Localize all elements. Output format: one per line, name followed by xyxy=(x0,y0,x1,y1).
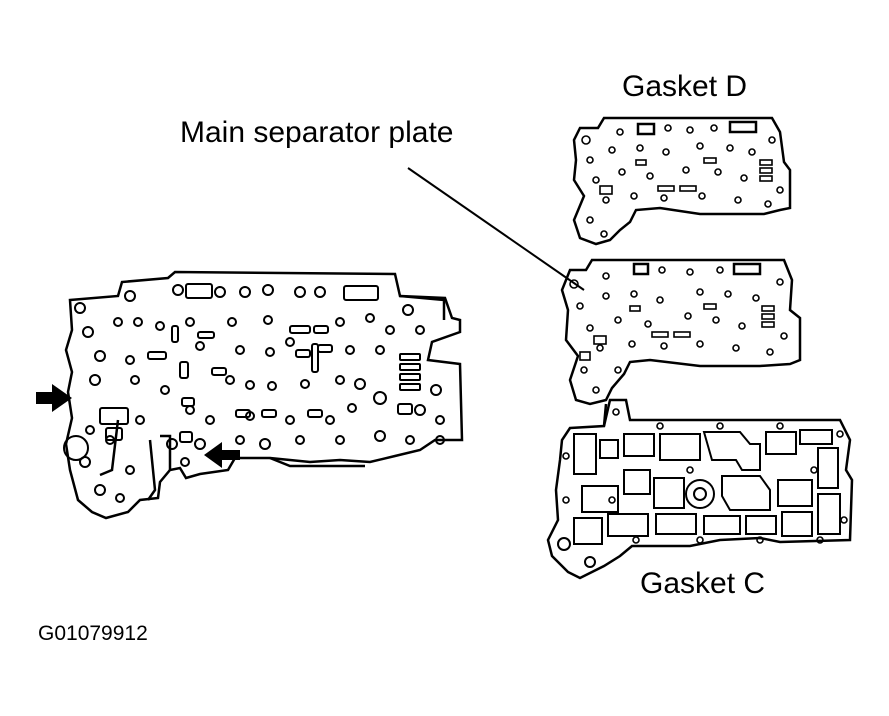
gasket-d-holes xyxy=(581,124,784,238)
gasket-c-holes xyxy=(562,408,848,544)
main-separator-plate xyxy=(560,258,802,406)
gasket-d-plate xyxy=(572,116,792,246)
figure-code: G01079912 xyxy=(38,622,148,645)
gasket-c-plate xyxy=(546,398,854,580)
gasket-c-channels xyxy=(557,429,841,568)
main-separator-plate-holes xyxy=(569,266,788,394)
locator-arrow-left xyxy=(36,384,72,412)
valve-body-plate xyxy=(64,270,464,520)
gasket-d-label: Gasket D xyxy=(622,70,748,103)
separator-plate-leader-line xyxy=(407,167,585,291)
valve-body-holes xyxy=(63,284,445,503)
gasket-c-label: Gasket C xyxy=(640,567,766,600)
valve-body-slots xyxy=(99,283,421,443)
main-separator-plate-label: Main separator plate xyxy=(180,116,454,149)
locator-arrow-right xyxy=(204,442,240,468)
